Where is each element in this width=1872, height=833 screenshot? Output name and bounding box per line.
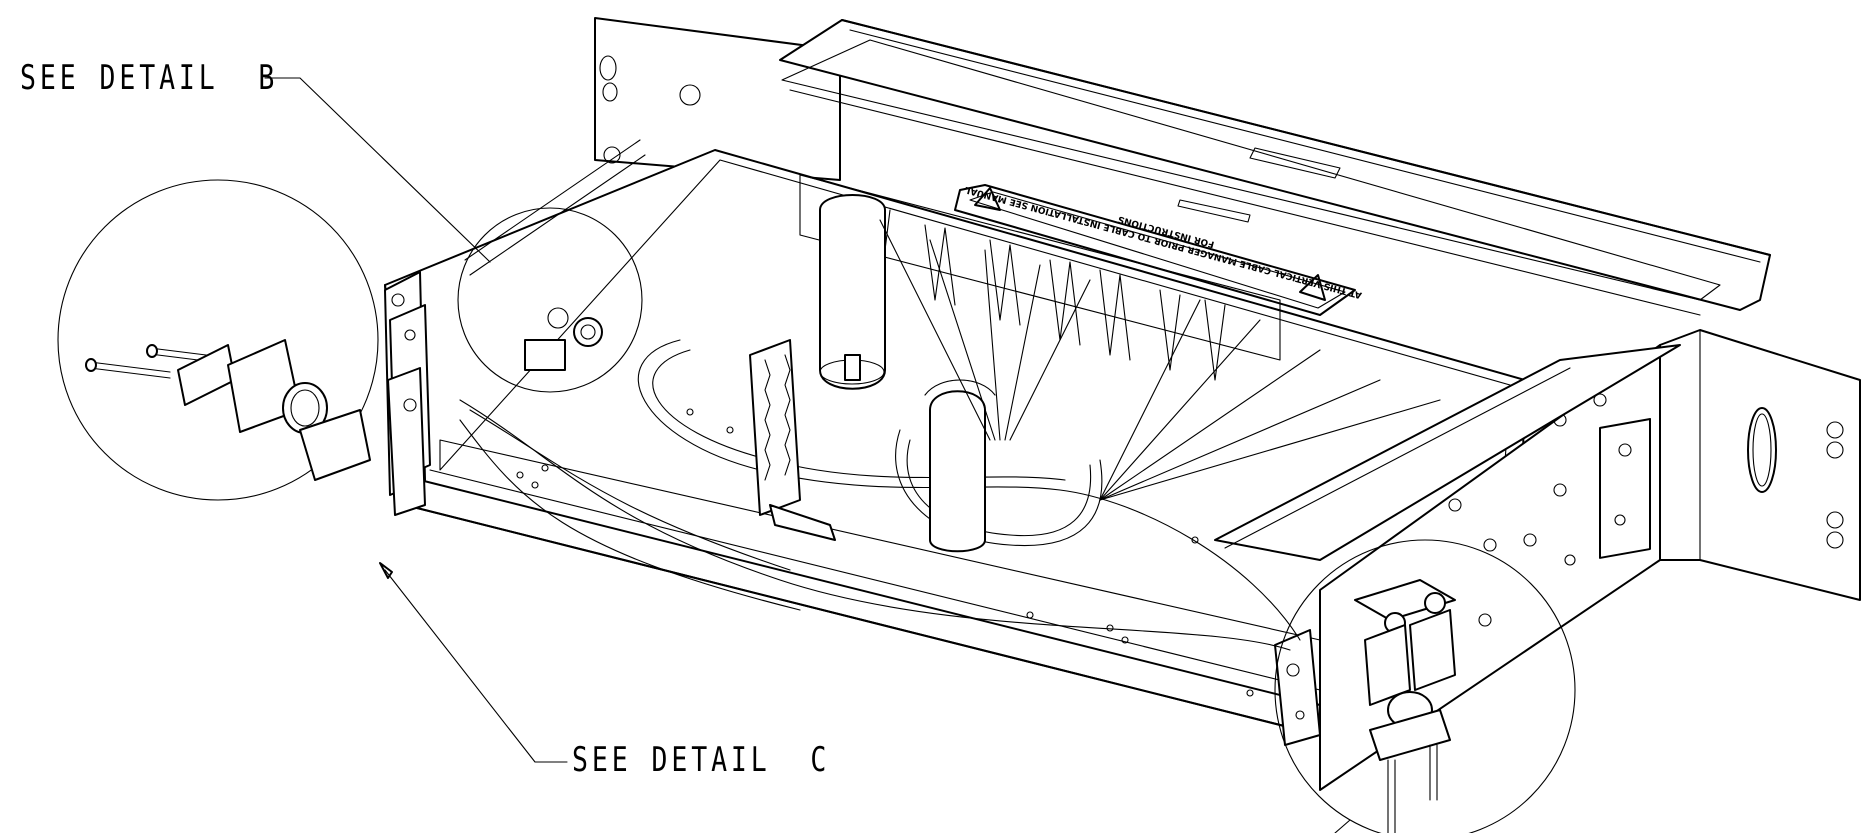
detail-b-leader (264, 77, 491, 263)
detail-c-callout: SEE DETAIL C (572, 740, 831, 780)
detail-lower-right-circle (1274, 539, 1576, 833)
detail-b-callout: SEE DETAIL B (20, 58, 279, 98)
cable-spool-left (819, 194, 886, 390)
left-mounting-ear (594, 17, 841, 181)
detail-c-circle (57, 179, 426, 516)
detail-b-circle (457, 139, 646, 393)
floor-holes (516, 408, 1254, 697)
splice-holder (749, 339, 836, 541)
warning-triangle-icon (974, 187, 1326, 301)
top-cover (779, 19, 1771, 316)
right-mounting-ear (1659, 329, 1861, 601)
fiber-routing (459, 339, 1301, 651)
fiber-fanout (879, 219, 1441, 501)
detail-c-leader (379, 562, 568, 763)
cable-spool-right (924, 379, 996, 553)
front-right-plate (1274, 629, 1321, 746)
right-top-flap (1214, 344, 1681, 561)
